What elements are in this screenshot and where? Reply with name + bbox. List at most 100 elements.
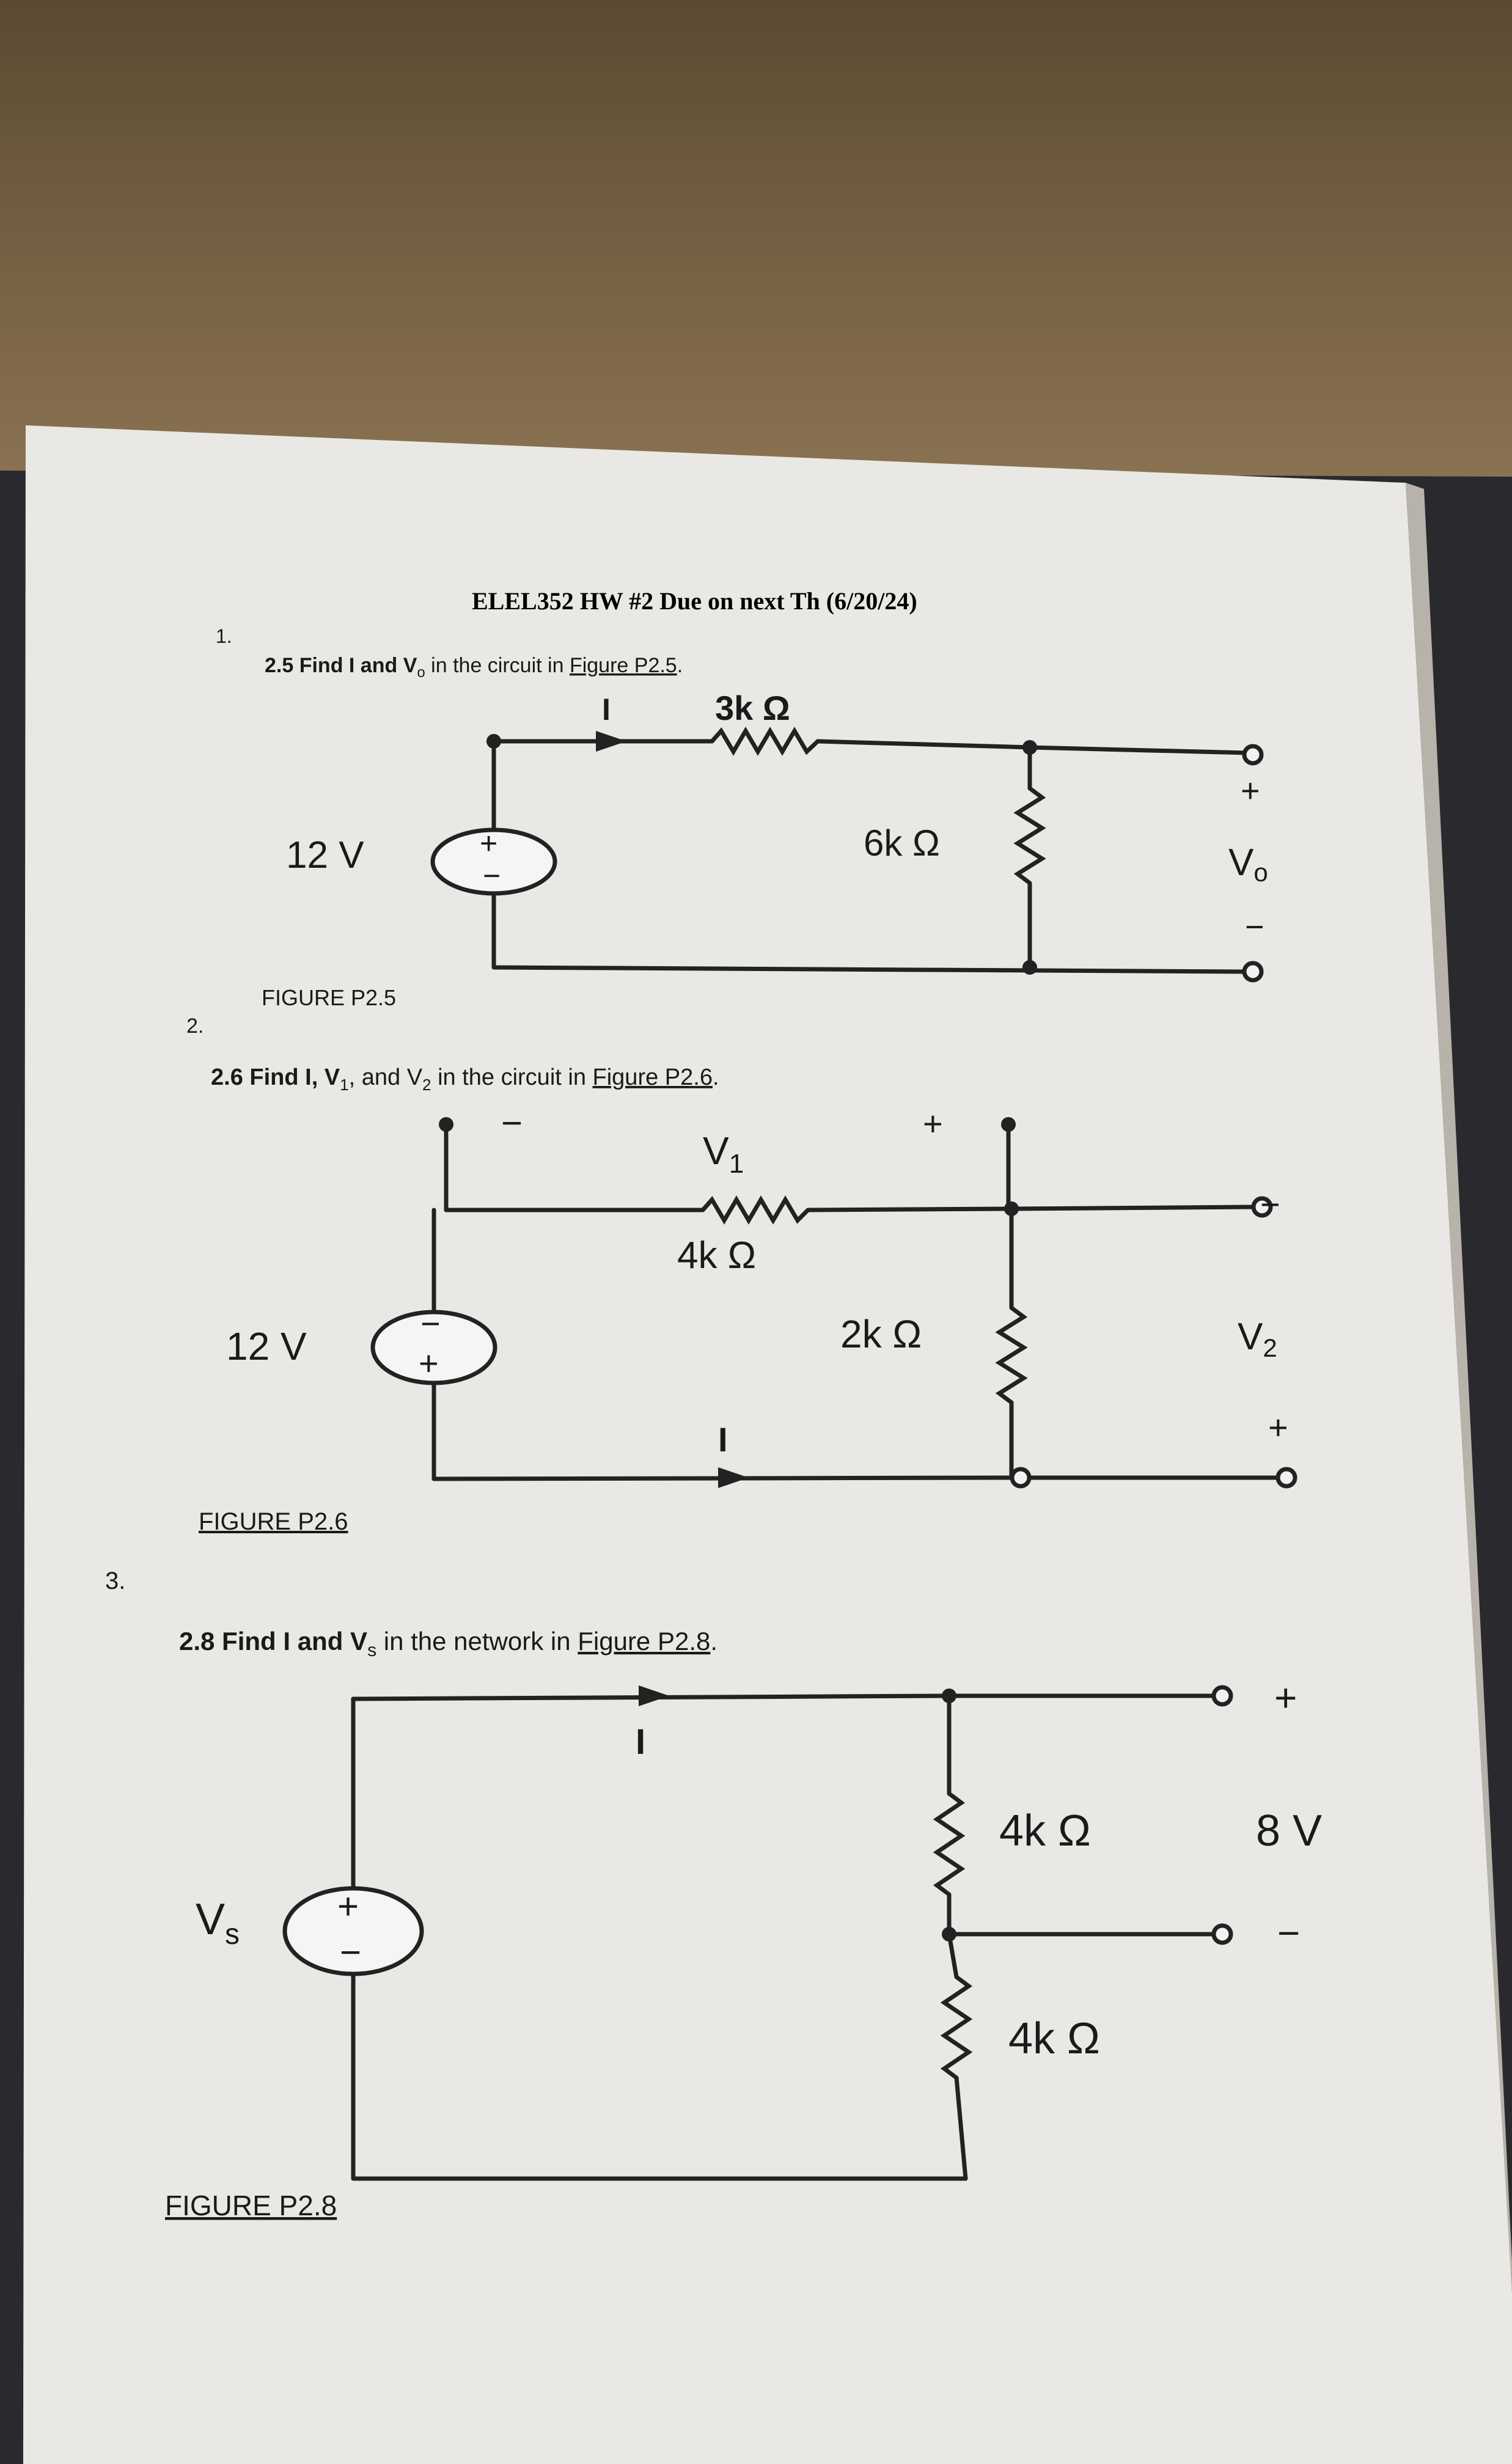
p25-node-bottom	[1022, 960, 1037, 975]
p25-bottom-wire	[491, 890, 1250, 974]
p25-current-arrow	[596, 731, 626, 752]
problem3-figure-link[interactable]: Figure P2.8	[578, 1627, 710, 1656]
p25-source-minus: −	[483, 859, 501, 893]
p28-voltage-source	[282, 1886, 424, 1976]
p28-out-plus: +	[1274, 1676, 1297, 1720]
problem2-prompt-b: , and V	[349, 1065, 423, 1090]
p26-node-right-top	[1001, 1117, 1016, 1132]
problem2-prompt-a: 2.6 Find I, V	[211, 1065, 340, 1090]
p25-terminal-plus	[1242, 744, 1264, 766]
p26-v2-label: V2	[1238, 1316, 1277, 1362]
p25-vo-minus: −	[1245, 909, 1264, 945]
list-number-2: 2.	[186, 1014, 204, 1038]
p26-label-2k: 2k Ω	[840, 1312, 922, 1356]
problem1-prompt-prefix: 2.5 Find I and V	[265, 654, 417, 677]
p28-label-4k-upper: 4k Ω	[999, 1806, 1091, 1855]
p26-v2-sub: 2	[1263, 1333, 1277, 1362]
p26-v2-minus: −	[1260, 1185, 1280, 1223]
problem2-prompt-end: .	[713, 1065, 719, 1090]
p28-resistor-lower	[940, 1975, 973, 2080]
p26-label-12v: 12 V	[226, 1324, 307, 1368]
p26-v2-plus: +	[1268, 1408, 1288, 1447]
paper-shadow-right	[1406, 483, 1512, 2292]
p26-source-plus: +	[419, 1344, 439, 1382]
p26-v1-main: V	[703, 1129, 729, 1173]
page-title: ELEL352 HW #2 Due on next Th (6/20/24)	[472, 587, 917, 615]
p26-figure-caption: FIGURE P2.6	[199, 1508, 348, 1535]
problem3-prompt-b: in the network in	[376, 1627, 578, 1656]
p26-v1-plus: +	[923, 1104, 943, 1143]
p26-v2-main: V	[1238, 1316, 1263, 1358]
p25-node-left	[486, 734, 501, 749]
problem2-prompt-sub1: 1	[340, 1076, 348, 1094]
p28-terminal-minus	[1211, 1923, 1233, 1945]
problem1-prompt-end: .	[677, 654, 683, 677]
p26-v1-sub: 1	[729, 1149, 744, 1179]
p26-node-junction	[1004, 1201, 1019, 1216]
problem1-prompt-sub: o	[417, 664, 425, 681]
p26-terminal-plus	[1275, 1467, 1297, 1489]
p26-resistor-4k	[701, 1195, 810, 1225]
p26-source-minus: −	[420, 1304, 441, 1343]
p28-current-arrow	[639, 1685, 669, 1706]
p26-node-bottom	[1010, 1467, 1032, 1489]
problem2-prompt-sub2: 2	[422, 1076, 431, 1094]
problem1-prompt: 2.5 Find I and Vo in the circuit in Figu…	[265, 654, 683, 681]
problem3-prompt-end: .	[710, 1627, 717, 1656]
p28-vs-sub: s	[225, 1918, 240, 1951]
p26-v1-label: V1	[703, 1129, 744, 1179]
list-number-1: 1.	[216, 625, 232, 647]
p25-vo-main: V	[1228, 842, 1254, 884]
p25-terminal-minus	[1242, 961, 1264, 983]
p25-figure-caption: FIGURE P2.5	[262, 985, 396, 1010]
p25-label-3k: 3k Ω	[715, 689, 790, 727]
p25-vo-plus: +	[1241, 772, 1260, 809]
problem3-prompt-a: 2.8 Find I and V	[179, 1627, 367, 1656]
p28-resistor-upper	[933, 1792, 966, 1896]
p26-current-arrow	[718, 1467, 749, 1488]
p28-label-8v: 8 V	[1256, 1806, 1322, 1855]
p28-source-plus: +	[337, 1886, 359, 1927]
p25-label-6k: 6k Ω	[864, 823, 940, 864]
p25-source-plus: +	[480, 826, 497, 860]
p28-label-current: I	[636, 1722, 645, 1762]
p26-resistor-2k	[995, 1306, 1028, 1404]
p28-out-minus: −	[1277, 1911, 1300, 1955]
problem2-prompt-c: in the circuit in	[431, 1065, 593, 1090]
p25-vo-sub: o	[1253, 858, 1268, 887]
problem3-prompt: 2.8 Find I and Vs in the network in Figu…	[179, 1627, 717, 1660]
p25-node-top	[1022, 740, 1037, 755]
p26-label-current: I	[718, 1420, 728, 1459]
p28-bottom-wire	[351, 1965, 968, 2181]
problem1-figure-link[interactable]: Figure P2.5	[570, 654, 677, 677]
p28-node-top	[942, 1689, 956, 1703]
p26-node-left-top	[439, 1117, 453, 1132]
problem2-prompt: 2.6 Find I, V1, and V2 in the circuit in…	[211, 1065, 719, 1094]
p28-label-4k-lower: 4k Ω	[1008, 2014, 1100, 2063]
list-number-3: 3.	[105, 1568, 125, 1594]
p25-label-current: I	[602, 692, 611, 727]
p26-label-4k: 4k Ω	[677, 1234, 756, 1277]
p28-source-minus: −	[340, 1932, 361, 1973]
p28-vs-main: V	[196, 1895, 225, 1944]
p28-vs-label: Vs	[196, 1895, 240, 1951]
p25-voltage-source	[430, 827, 557, 896]
p25-resistor-6k	[1013, 787, 1046, 885]
p28-terminal-plus	[1211, 1685, 1233, 1707]
figure-p2-8-circuit	[282, 1685, 1233, 2181]
p26-v1-minus: −	[501, 1102, 523, 1143]
p26-terminal-minus	[1251, 1196, 1273, 1218]
p28-lower-lead	[954, 2075, 968, 2181]
p25-label-12v: 12 V	[286, 834, 364, 876]
problem3-prompt-sub: s	[367, 1640, 376, 1660]
p25-vo-label: Vo	[1228, 842, 1268, 887]
p25-resistor-3k	[710, 727, 820, 756]
p28-node-mid	[942, 1927, 956, 1942]
figure-p2-5-circuit	[430, 727, 1264, 983]
problem2-figure-link[interactable]: Figure P2.6	[593, 1065, 713, 1090]
problem1-prompt-mid: in the circuit in	[425, 654, 570, 677]
p28-figure-caption: FIGURE P2.8	[165, 2190, 337, 2221]
p26-voltage-source	[370, 1310, 497, 1385]
figure-p2-6-circuit	[370, 1117, 1297, 1489]
